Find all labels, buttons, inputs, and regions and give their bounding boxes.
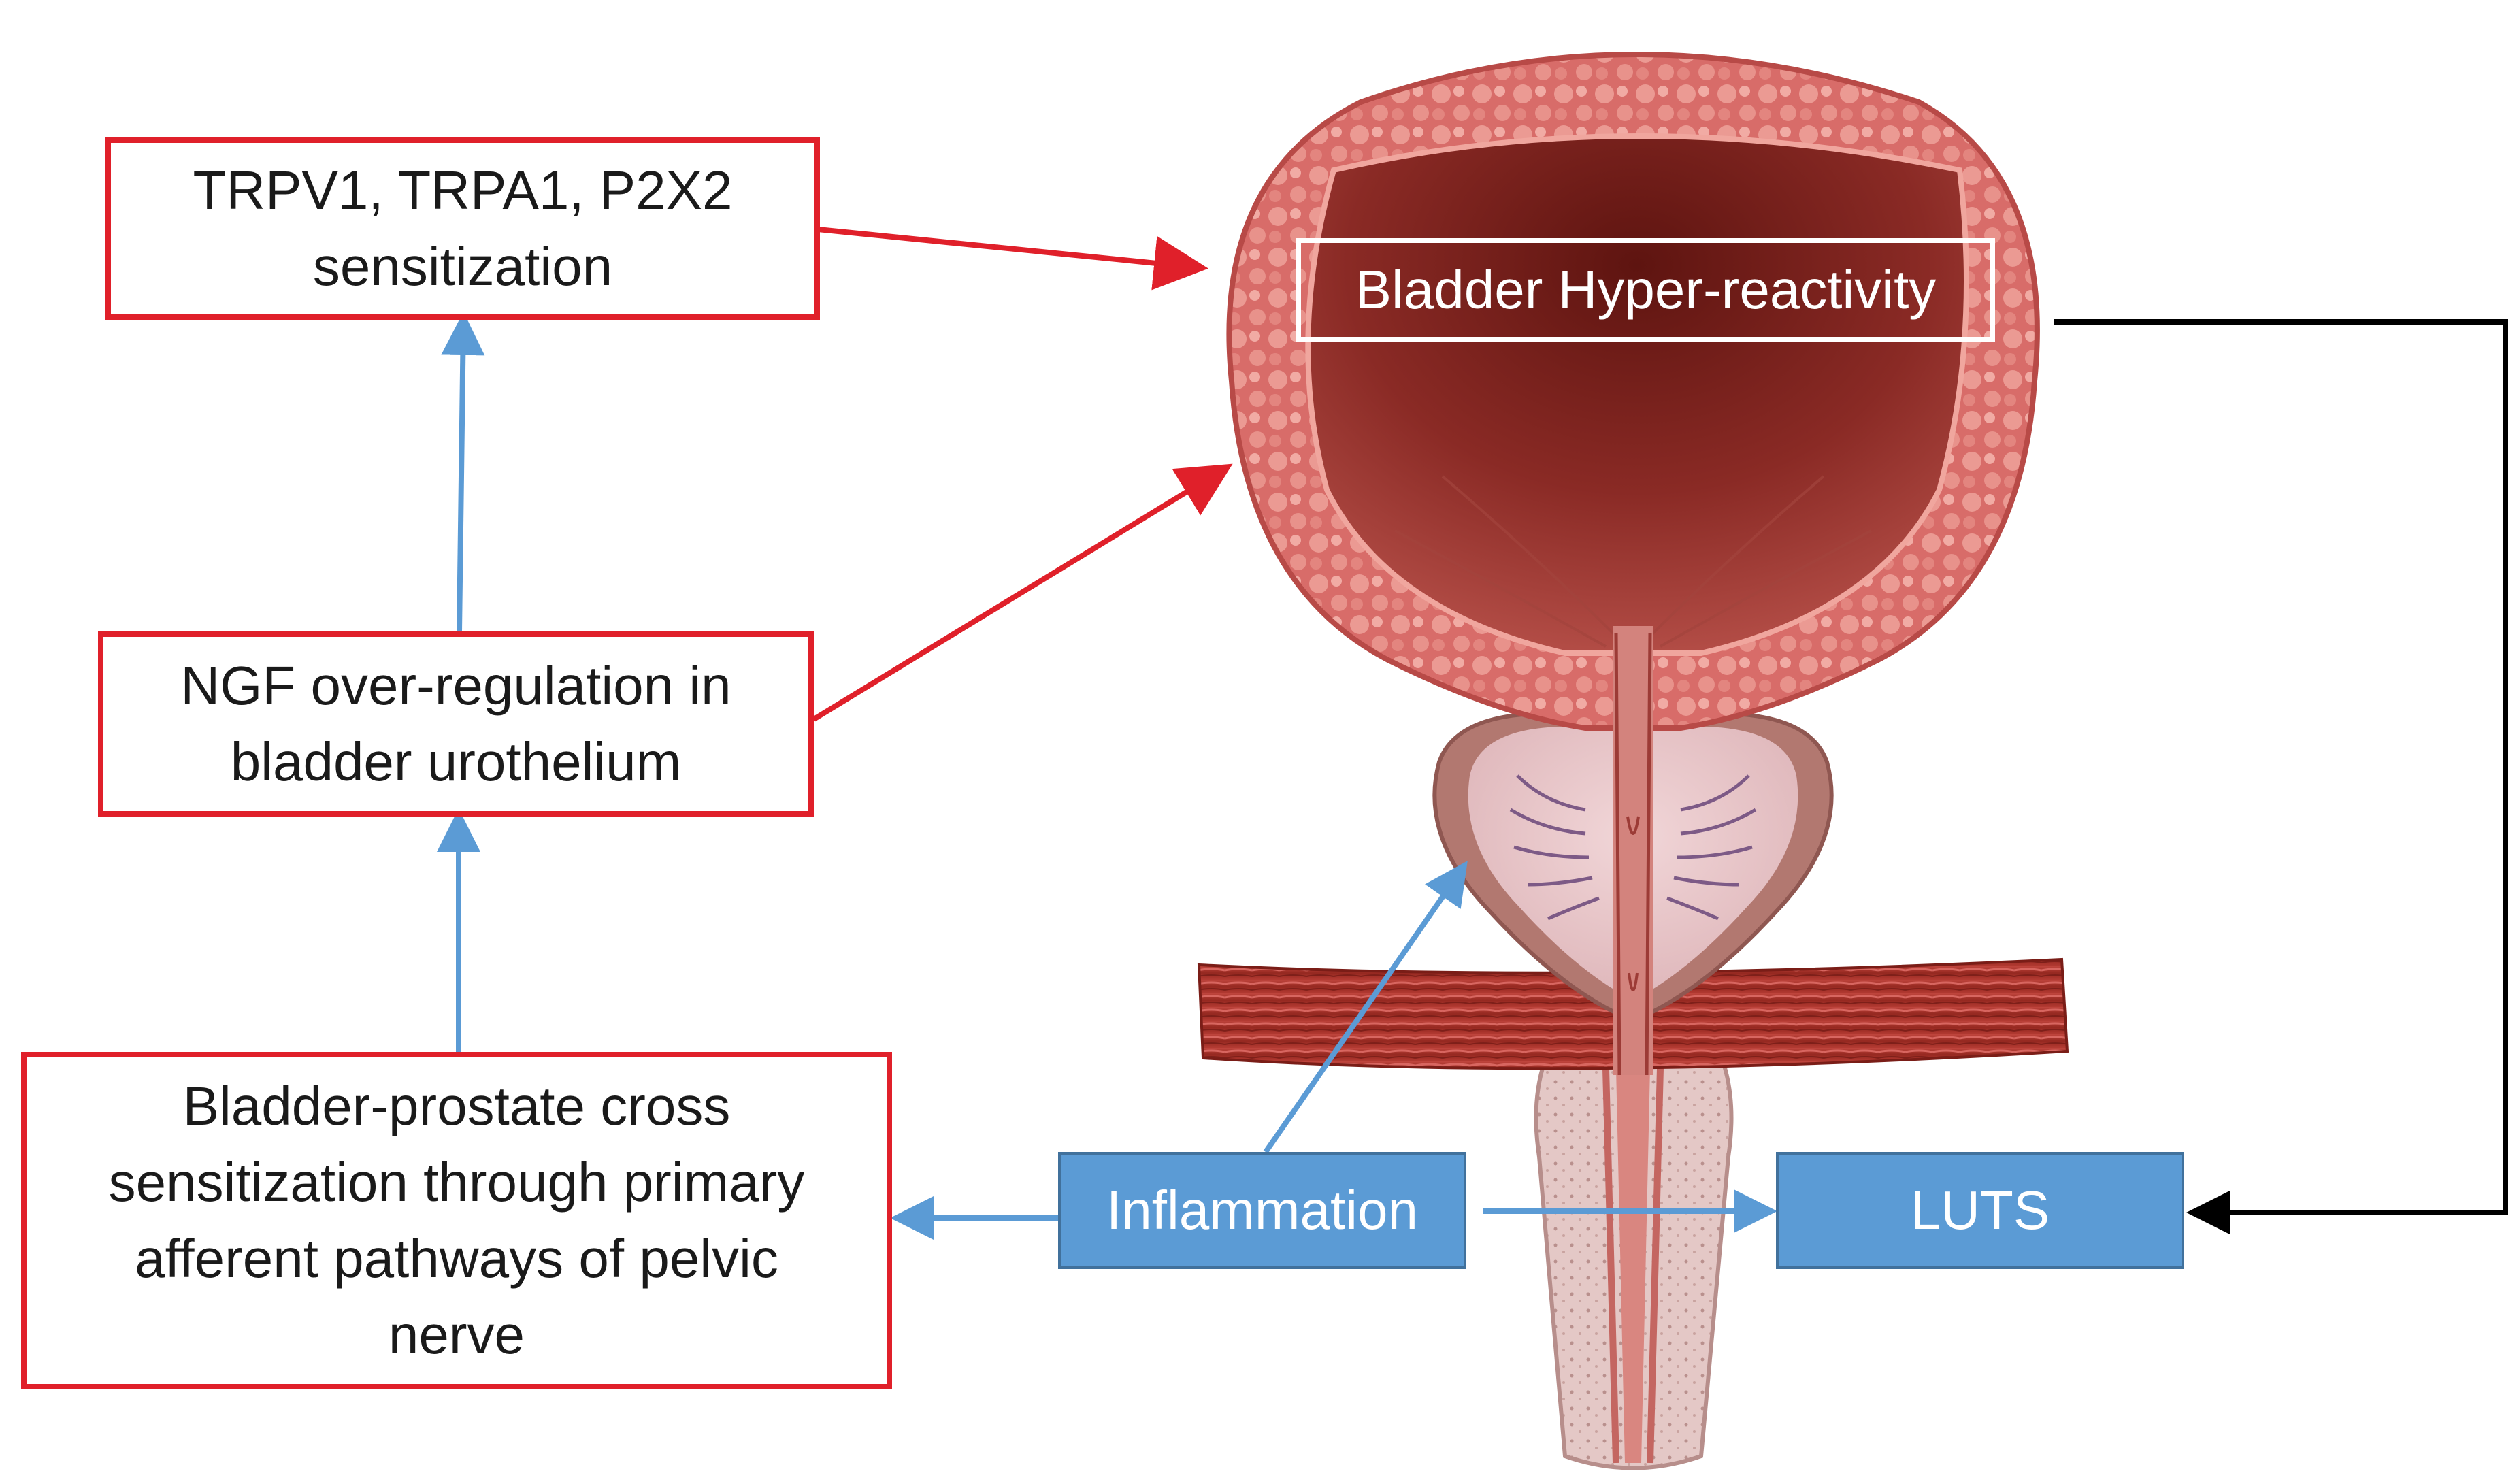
arrow-trp-to-bladder: [817, 227, 1208, 291]
cross-sensitization-box: Bladder-prostate cross sensitization thr…: [21, 1052, 892, 1389]
luts-box: LUTS: [1776, 1152, 2184, 1269]
inflammation-label: Inflammation: [1106, 1180, 1418, 1240]
connectors: [437, 227, 2508, 1240]
arrow-ngf-to-trp: [441, 312, 485, 632]
bladder-hyper-reactivity-label: Bladder Hyper-reactivity: [1355, 259, 1937, 320]
arrow-hyper-to-luts: [2054, 319, 2508, 1234]
trp-sensitization-box: TRPV1, TRPA1, P2X2 sensitization: [105, 137, 820, 320]
arrow-inflammation-to-prostate: [1263, 861, 1468, 1154]
arrow-ngf-to-bladder: [812, 463, 1233, 722]
ngf-over-regulation-label: NGF over-regulation in bladder urotheliu…: [180, 655, 731, 792]
luts-label: LUTS: [1910, 1180, 2050, 1240]
trp-sensitization-label: TRPV1, TRPA1, P2X2 sensitization: [193, 160, 733, 297]
bladder-lumen: [1305, 133, 1969, 656]
bladder-hyper-reactivity-box: Bladder Hyper-reactivity: [1296, 238, 1995, 342]
cross-sensitization-label: Bladder-prostate cross sensitization thr…: [108, 1076, 805, 1365]
urethra: [1613, 626, 1653, 1075]
ngf-over-regulation-box: NGF over-regulation in bladder urotheliu…: [98, 631, 814, 817]
inflammation-box: Inflammation: [1058, 1152, 1466, 1269]
bladder-prostate-illustration: [1197, 52, 2069, 1470]
